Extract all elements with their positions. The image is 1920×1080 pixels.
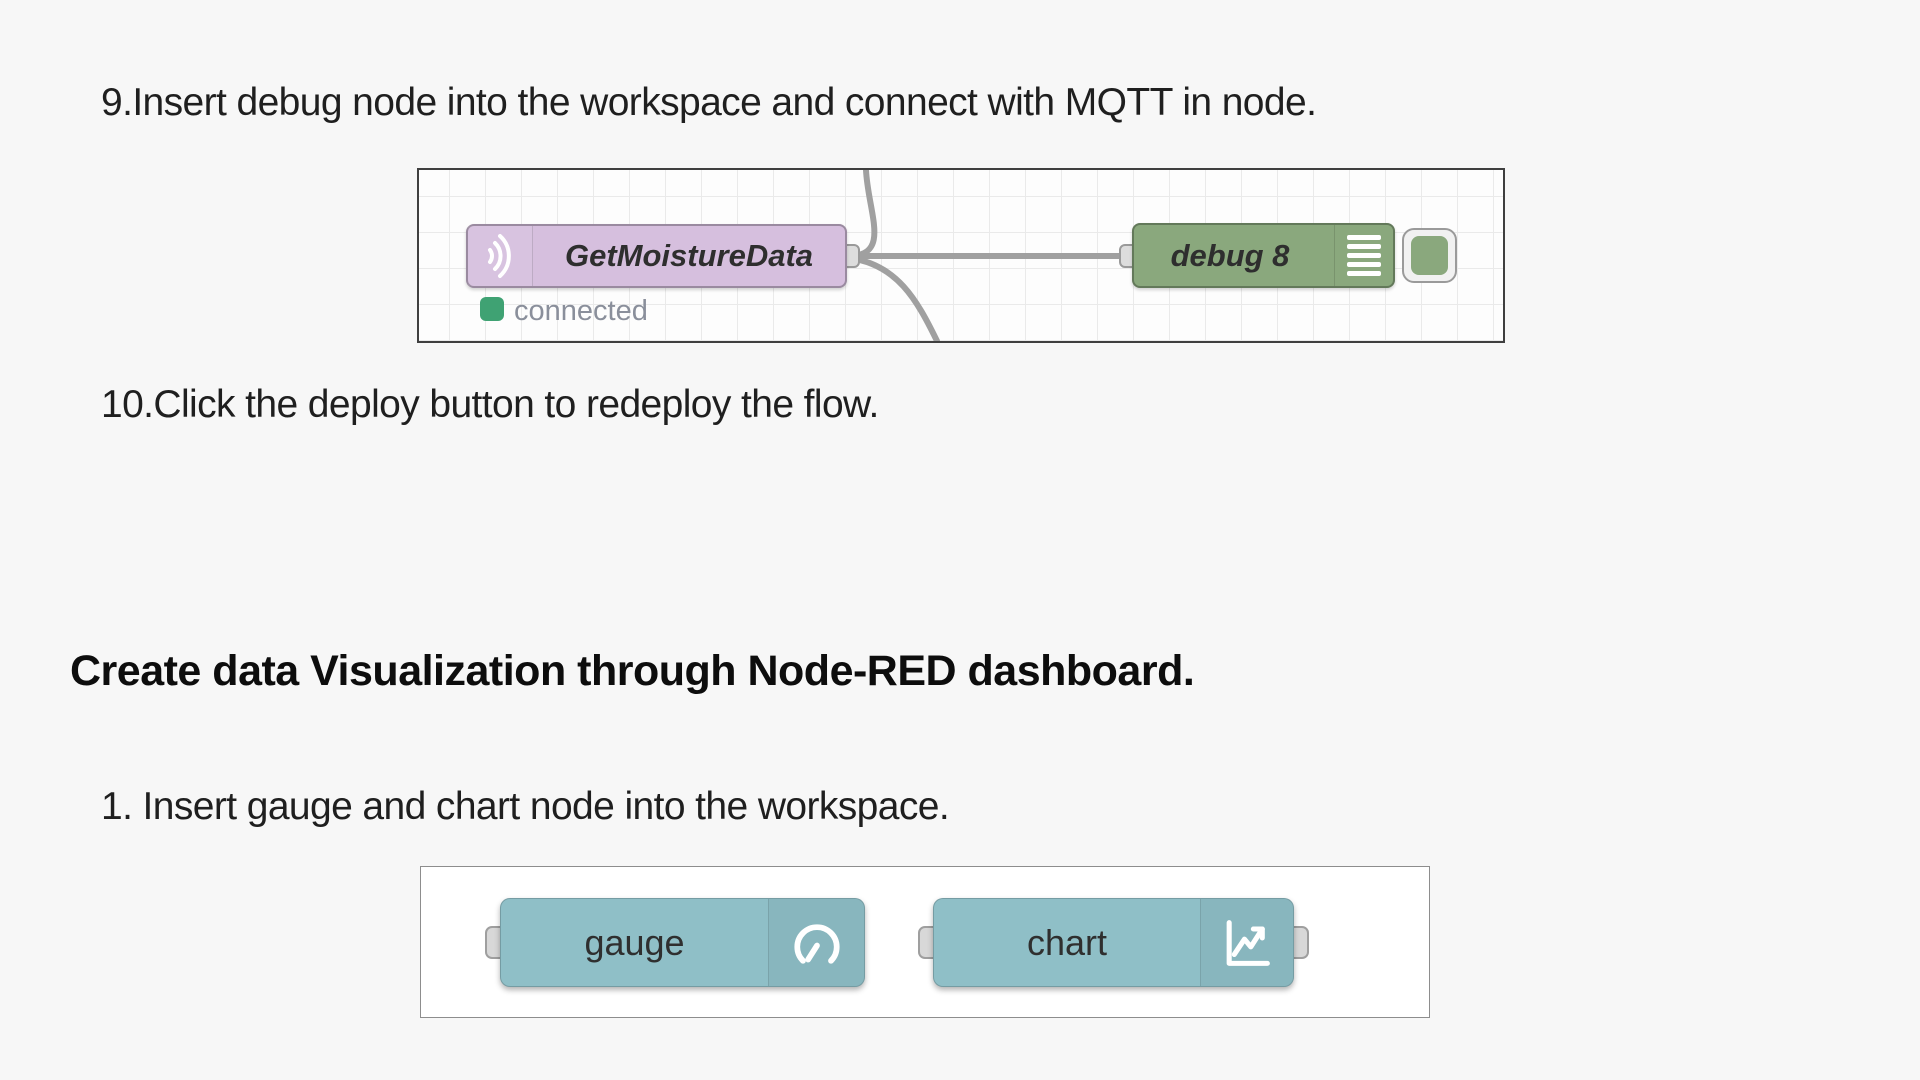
debug-toggle-fill	[1411, 236, 1448, 275]
chart-icon	[1200, 899, 1293, 986]
gauge-icon	[768, 899, 864, 986]
gauge-node: gauge	[500, 898, 865, 987]
flow-wires	[844, 170, 1125, 341]
connected-status-label: connected	[514, 295, 648, 327]
chart-node-label: chart	[1026, 921, 1108, 963]
mqtt-node-label: GetMoistureData	[564, 238, 814, 273]
palette-screenshot[interactable]: gauge chart	[420, 866, 1430, 1018]
step-10-text: 10.Click the deploy button to redeploy t…	[101, 383, 879, 426]
flow-screenshot[interactable]: GetMoistureData debug 8 connected	[417, 168, 1505, 343]
section-heading: Create data Visualization through Node-R…	[70, 647, 1195, 695]
mqtt-in-node: GetMoistureData	[466, 224, 847, 288]
debug-node-label: debug 8	[1170, 237, 1290, 273]
list-icon	[1334, 225, 1393, 286]
debug-toggle-button	[1402, 228, 1457, 283]
chart-node: chart	[933, 898, 1294, 987]
step-1-text: 1. Insert gauge and chart node into the …	[101, 785, 950, 828]
gauge-node-label: gauge	[584, 921, 685, 963]
debug-node: debug 8	[1132, 223, 1395, 288]
connected-status-icon	[480, 297, 504, 321]
radio-waves-icon	[468, 226, 533, 286]
step-9-text: 9.Insert debug node into the workspace a…	[101, 81, 1317, 124]
